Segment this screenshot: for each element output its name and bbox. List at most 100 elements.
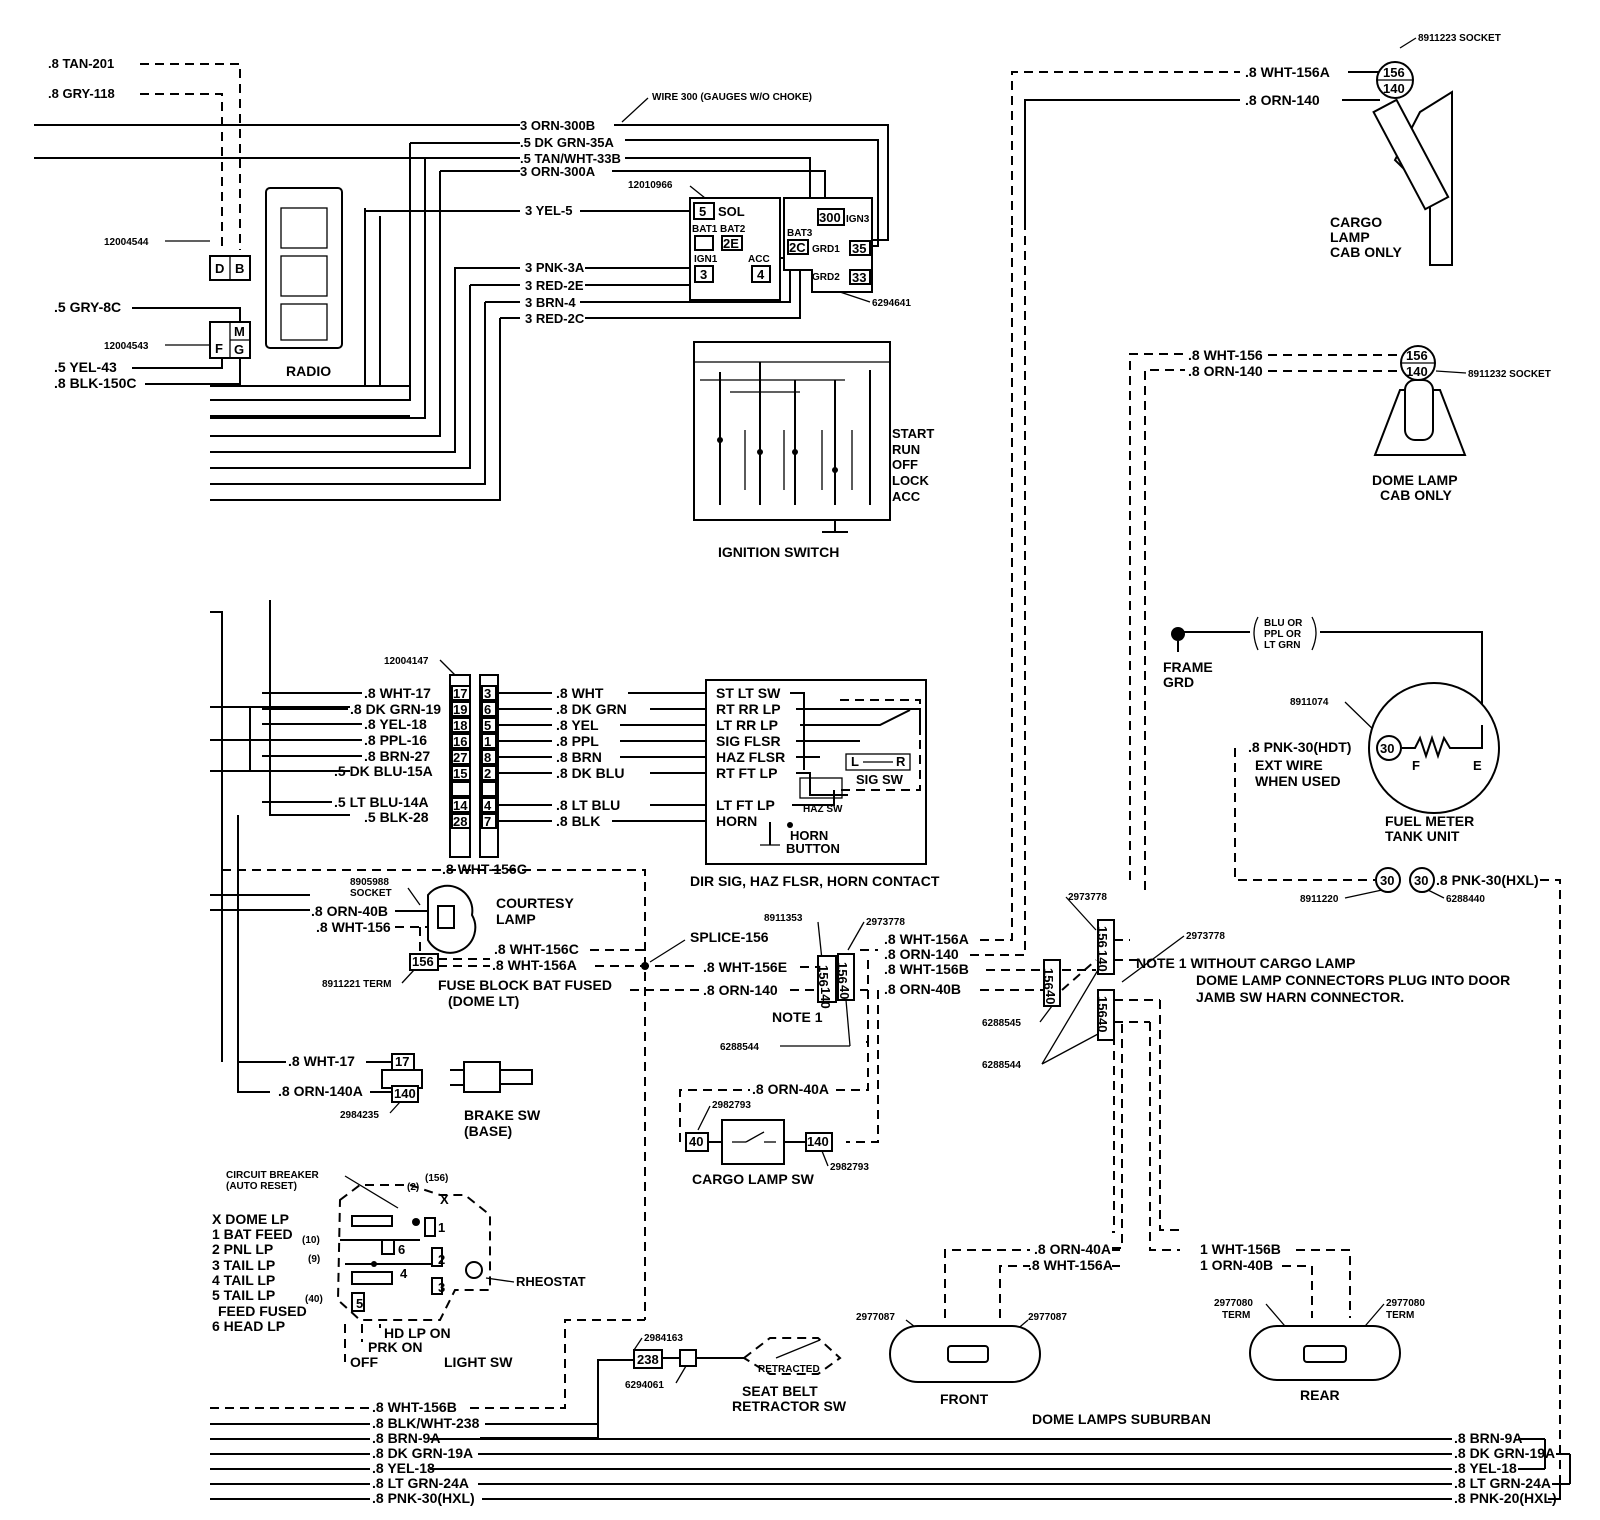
center-orn-140b: .8 ORN-140 <box>884 946 959 962</box>
ign-term-grd2: GRD2 <box>812 272 840 283</box>
wire-gry-118-label: .8 GRY-118 <box>48 86 115 101</box>
radio-body <box>265 187 343 349</box>
rear-dome-label: REAR <box>1300 1387 1340 1403</box>
ign-pin-2c: 2C <box>789 240 806 255</box>
ign-pin-33: 33 <box>852 270 866 285</box>
switch-term-lt-ft-lp: LT FT LP <box>716 797 775 813</box>
fuse-right-wire-8: .8 BLK <box>556 813 600 829</box>
splice-156-label: SPLICE-156 <box>690 929 769 945</box>
dir-sig-label: DIR SIG, HAZ FLSR, HORN CONTACT <box>690 873 940 889</box>
brake-wht-17: .8 WHT-17 <box>288 1053 355 1069</box>
seat-belt-switch-body <box>742 1337 842 1375</box>
rear-term-a-1: 2977080 <box>1214 1298 1253 1309</box>
center-wht-156e: .8 WHT-156E <box>703 959 787 975</box>
fuse-left-pin-27: 27 <box>453 750 467 765</box>
fuse-right-wire-4: .8 PPL <box>556 733 599 749</box>
wire-tanwht-33b-label: .5 TAN/WHT-33B <box>520 151 621 166</box>
wire-orn-300a-label: 3 ORN-300A <box>520 164 596 179</box>
dome-cab-wht-156-label: .8 WHT-156 <box>1188 347 1263 363</box>
front-dome-label: FRONT <box>940 1391 989 1407</box>
courtesy-wht-156a: .8 WHT-156A <box>492 957 577 973</box>
fuel-pin-30: 30 <box>1380 741 1394 756</box>
frame-grd-1: FRAME <box>1163 659 1213 675</box>
radio-pin-b: B <box>235 261 244 276</box>
fuse-right-pin-6: 6 <box>484 702 491 717</box>
light-legend-1: X DOME LP <box>212 1211 289 1227</box>
light-pos-off: OFF <box>350 1354 378 1370</box>
fuse-block-part: 12004147 <box>384 656 429 667</box>
fuse-right-wire-7: .8 LT BLU <box>556 797 620 813</box>
horn-button-1: HORN <box>790 828 828 843</box>
fuse-block-section: 12004147 .8 WHT-17 .8 DK GRN-19 .8 YEL-1… <box>210 600 940 1320</box>
cargo-sw-orn-40a: .8 ORN-40A <box>752 1081 829 1097</box>
right-pin-156a: 156 <box>1041 968 1056 990</box>
fuel-meter-tank-unit <box>1368 682 1500 814</box>
courtesy-lamp-2: LAMP <box>496 911 536 927</box>
note1-line-3: JAMB SW HARN CONNECTOR. <box>1196 989 1404 1005</box>
light-legend-3: 2 PNL LP <box>212 1241 273 1257</box>
center-wht-156b: .8 WHT-156B <box>884 961 969 977</box>
courtesy-wht-156: .8 WHT-156 <box>316 919 391 935</box>
dome-cab-pin-156: 156 <box>1406 348 1428 363</box>
fuse-left-pin-18: 18 <box>453 718 467 733</box>
cargo-lamp-socket-label: 8911223 SOCKET <box>1418 33 1501 44</box>
seat-belt-section: 2984163 238 6294061 RETRACTED SEAT BELT … <box>480 1333 847 1439</box>
light-term-x: X <box>440 1192 449 1207</box>
light-legend-4: 3 TAIL LP <box>212 1257 275 1273</box>
connector-12004544-label: 12004544 <box>104 237 149 248</box>
right-pin-40a: 40 <box>1043 990 1058 1004</box>
center-connector-section: 8911353 2973778 .8 WHT-156E .8 ORN-140 1… <box>703 225 1044 1143</box>
circuit-breaker-2: (AUTO RESET) <box>226 1181 297 1192</box>
cargo-lamp-title-2: LAMP <box>1330 229 1370 245</box>
bottom-right-2: .8 DK GRN-19A <box>1454 1445 1555 1461</box>
wire-yel-5-label: 3 YEL-5 <box>525 203 572 218</box>
bottom-right-3: .8 YEL-18 <box>1454 1460 1517 1476</box>
fuel-wire-color-1: BLU OR <box>1264 618 1303 629</box>
fuel-pnk-30-hdt: .8 PNK-30(HDT) <box>1248 739 1351 755</box>
fuse-right-wire-3: .8 YEL <box>556 717 599 733</box>
fuel-part-label: 8911074 <box>1290 697 1329 708</box>
ign-pos-off: OFF <box>892 457 918 472</box>
ignition-switch-label: IGNITION SWITCH <box>718 544 839 560</box>
rear-term-a-2: TERM <box>1222 1310 1250 1321</box>
note1-line-2: DOME LAMP CONNECTORS PLUG INTO DOOR <box>1196 972 1510 988</box>
switch-term-horn: HORN <box>716 813 757 829</box>
wire-pnk-3a-label: 3 PNK-3A <box>525 260 585 275</box>
ign-term-ign1: IGN1 <box>694 254 718 265</box>
light-term-5: 5 <box>356 1296 363 1311</box>
courtesy-socket-1: 8905988 <box>350 877 389 888</box>
fuse-left-wire-1: .8 WHT-17 <box>364 685 431 701</box>
light-circuit-40: (40) <box>305 1294 323 1305</box>
center-pin-156b: 156 <box>835 962 850 984</box>
wire-red-2c-label: 3 RED-2C <box>525 311 585 326</box>
light-term-1: 1 <box>438 1220 445 1235</box>
light-circuit-10: (10) <box>302 1235 320 1246</box>
center-part-c: 6288544 <box>720 1042 759 1053</box>
dome-lamp-cab-section: .8 WHT-156 .8 ORN-140 156 140 8911232 SO… <box>1129 345 1551 890</box>
fuse-left-wire-5: .8 BRN-27 <box>364 748 430 764</box>
right-pin-156c: 156 <box>1095 996 1110 1018</box>
fuse-left-wire-6: .5 DK BLU-15A <box>334 763 433 779</box>
fuel-wire-color-2: PPL OR <box>1264 629 1302 640</box>
fuse-left-pin-17: 17 <box>453 686 467 701</box>
sig-sw-l: L <box>851 754 859 769</box>
right-pin-140b: 140 <box>1095 950 1110 972</box>
brake-pin-140: 140 <box>394 1086 416 1101</box>
fuse-left-wire-8: .5 BLK-28 <box>364 809 429 825</box>
cargo-orn-140-label: .8 ORN-140 <box>1245 92 1320 108</box>
ign-pin-5: 5 <box>699 204 706 219</box>
fuel-meter-title-1: FUEL METER <box>1385 813 1474 829</box>
fuse-left-wire-7: .5 LT BLU-14A <box>334 794 429 810</box>
fuse-bat-fused-2: (DOME LT) <box>448 993 519 1009</box>
cargo-lamp-switch-section: .8 ORN-40A 2982793 40 140 2982793 CARGO … <box>679 1042 869 1187</box>
brake-sw-label-1: BRAKE SW <box>464 1107 541 1123</box>
fuse-right-wire-6: .8 DK BLU <box>556 765 624 781</box>
fuel-term-f: F <box>1412 758 1420 773</box>
fuel-conn-pin-30a: 30 <box>1380 873 1394 888</box>
ign-pos-acc: ACC <box>892 489 921 504</box>
light-term-6: 6 <box>398 1242 405 1257</box>
ign-term-bat3: BAT3 <box>787 228 813 239</box>
radio-pin-m: M <box>234 324 245 339</box>
front-part-b: 2977087 <box>1028 1312 1067 1323</box>
center-connector-a <box>817 955 837 1003</box>
